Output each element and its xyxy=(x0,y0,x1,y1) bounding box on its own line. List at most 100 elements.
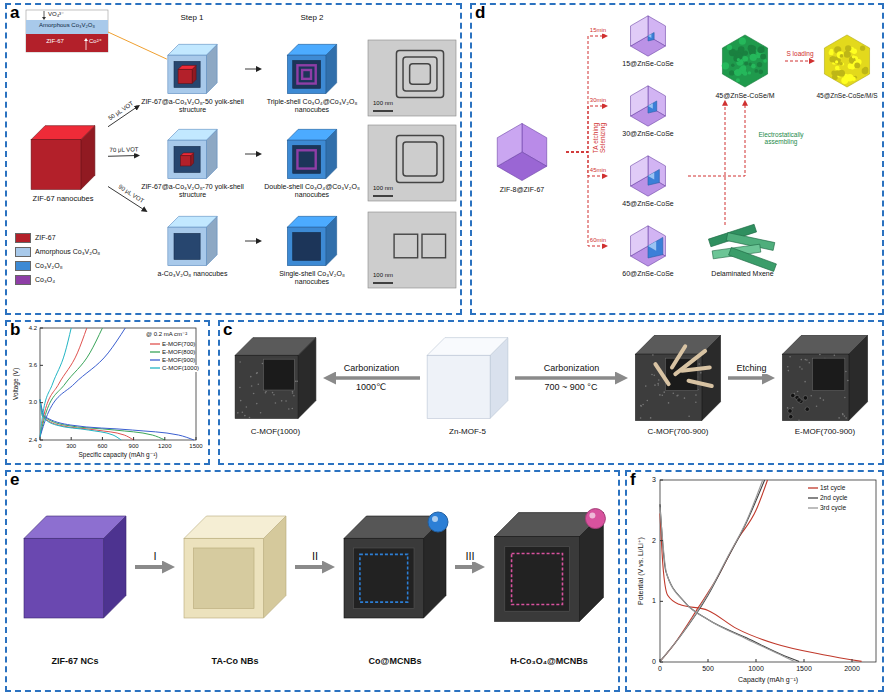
node-picture xyxy=(631,156,666,196)
legend-text: E-MOF(800) xyxy=(162,349,195,356)
etched-core xyxy=(648,103,653,109)
legend-line xyxy=(808,497,818,498)
tick-label: 300 xyxy=(66,443,76,450)
tick-label: 2 xyxy=(652,537,656,545)
texture-dot xyxy=(288,408,290,410)
axis-title: Capacity (mAh g⁻¹) xyxy=(738,676,798,684)
texture-dot xyxy=(789,356,791,358)
process-note: TA etching Selenizing xyxy=(592,119,606,157)
node-picture xyxy=(631,86,666,126)
composite-particle xyxy=(824,35,869,87)
axis-title: Specific capacity (mAh g⁻¹) xyxy=(79,451,158,458)
texture-dot xyxy=(792,407,794,409)
carbon-cube xyxy=(235,355,298,418)
texture-dot xyxy=(737,58,740,61)
etched-hole xyxy=(788,409,792,413)
yolk-shell-cube xyxy=(168,140,206,178)
stage-figure: ZIF-67 nanocubes xyxy=(18,120,108,203)
texture-dot xyxy=(731,63,735,67)
arrow-label: III xyxy=(464,550,475,562)
texture-dot xyxy=(253,393,255,395)
hollow-interior xyxy=(354,548,414,608)
particle-icon xyxy=(585,509,605,529)
tick-mark xyxy=(164,437,165,440)
polyhedron xyxy=(631,226,648,256)
legend-swatch xyxy=(15,247,31,257)
stage-figure: TA-Co NBs xyxy=(175,478,295,666)
process-arrow xyxy=(515,376,620,380)
tem-shell xyxy=(403,142,437,176)
data-curve xyxy=(40,328,71,437)
yolk-shell-cube xyxy=(168,227,206,265)
zoom-leader xyxy=(108,32,167,59)
process-arrow xyxy=(245,154,258,155)
zif67-core xyxy=(178,69,192,83)
data-curve xyxy=(660,480,765,661)
node-picture xyxy=(631,16,666,56)
texture-dot xyxy=(250,376,252,378)
scale-label: 100 nm xyxy=(373,100,393,107)
texture-dot xyxy=(668,402,670,404)
texture-dot xyxy=(831,71,836,76)
legend-line xyxy=(150,368,160,369)
step-label: Step 1 xyxy=(180,14,203,23)
texture-dot xyxy=(844,415,846,417)
texture-dot xyxy=(834,355,836,357)
stage-figure: C-MOF(1000) xyxy=(228,328,323,437)
process-arrow xyxy=(245,69,258,70)
panel-letter: c xyxy=(223,321,232,340)
tick-mark xyxy=(660,480,663,481)
shell-cube xyxy=(287,44,336,55)
texture-dot xyxy=(651,374,653,376)
legend-entry: E-MOF(800) xyxy=(150,349,195,356)
arrow-label: Etching xyxy=(735,364,767,374)
carbon-cube xyxy=(783,354,849,420)
tick-label: 2.4 xyxy=(29,437,37,444)
texture-dot xyxy=(844,397,846,399)
data-curve xyxy=(40,400,134,440)
tick-label: 1500 xyxy=(189,443,202,450)
tick-label: 3.6 xyxy=(29,362,37,369)
legend-entry: 1st cycle xyxy=(808,484,845,491)
inset-layer xyxy=(26,34,108,52)
carbon-cube xyxy=(235,338,316,356)
texture-dot xyxy=(758,69,763,74)
texture-dot xyxy=(662,394,664,396)
chart-b xyxy=(40,328,196,440)
etched-hole xyxy=(797,398,801,402)
texture-dot xyxy=(748,71,751,74)
tem-shell xyxy=(403,57,437,91)
nanobox xyxy=(184,538,264,618)
tem-particle xyxy=(422,234,446,258)
texture-dot xyxy=(763,59,767,63)
data-curve xyxy=(660,480,763,661)
arrow-label: Carbonization xyxy=(543,364,601,374)
legend-entry: Amorphous Co₃V₂O₈ xyxy=(15,247,100,257)
legend-line xyxy=(150,344,160,345)
stage-caption: Zn-MOF-5 xyxy=(420,428,515,437)
texture-dot xyxy=(291,408,293,410)
carbon-cube xyxy=(636,354,702,420)
texture-dot xyxy=(788,370,790,372)
texture-dot xyxy=(729,70,734,75)
texture-dot xyxy=(801,368,803,370)
texture-dot xyxy=(700,372,702,374)
texture-dot xyxy=(835,66,840,71)
panel-a-extras xyxy=(26,10,456,288)
process-arrow xyxy=(688,103,745,176)
node-picture xyxy=(631,226,666,266)
ion-label: VO₄³⁻ xyxy=(48,11,64,18)
axis-title: Voltage (V) xyxy=(12,368,19,400)
data-curve xyxy=(660,513,862,661)
texture-dot xyxy=(695,401,697,403)
arrow-label: 60min xyxy=(589,237,607,244)
zif67-core xyxy=(181,153,194,156)
texture-dot xyxy=(272,392,274,394)
carbon-tube xyxy=(682,367,710,370)
data-curve xyxy=(40,328,125,437)
node-picture xyxy=(783,336,868,422)
node-picture xyxy=(722,35,768,87)
etched-wedge xyxy=(648,101,657,113)
